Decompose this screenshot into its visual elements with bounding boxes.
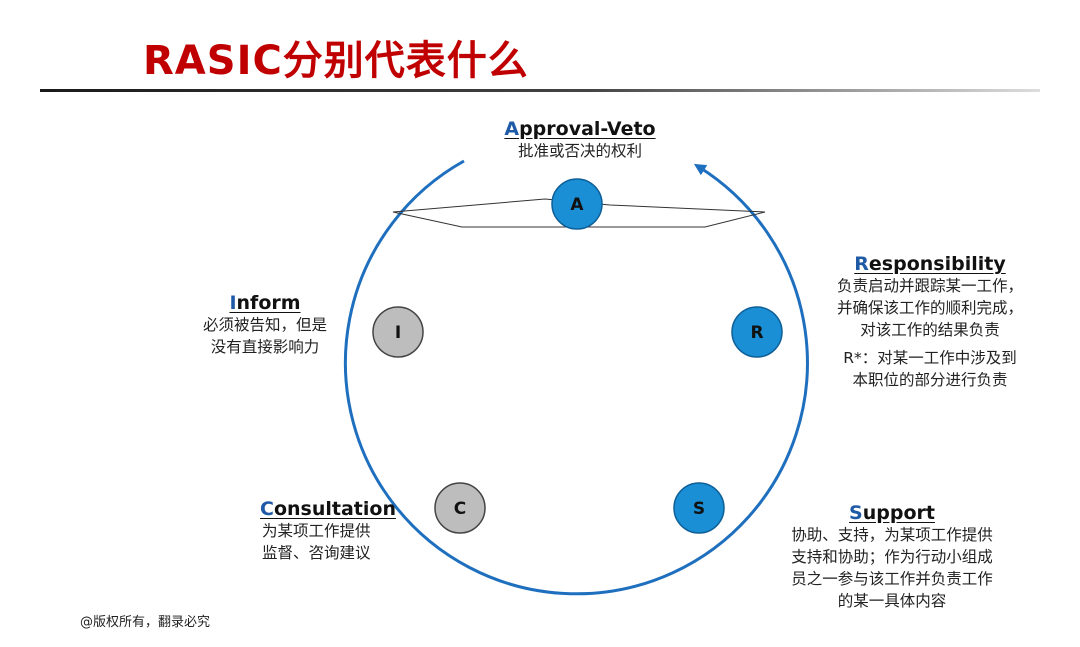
node-r: R [731, 306, 783, 358]
node-c: C [434, 482, 486, 534]
node-r-label: R [750, 323, 763, 343]
cycle-arc [343, 159, 809, 596]
node-s: S [673, 482, 725, 534]
consultation-desc: 为某项工作提供 监督、咨询建议 [262, 522, 371, 562]
copyright-footer: @版权所有，翻录必究 [80, 615, 211, 630]
support-desc: 协助、支持，为某项工作提供 支持和协助；作为行动小组成 员之一参与该工作并负责工… [791, 526, 993, 610]
approval-heading: Approval-Veto [504, 118, 656, 140]
node-i-label: I [395, 323, 401, 343]
inform-block: Inform 必须被告知，但是 没有直接影响力 [180, 292, 350, 358]
responsibility-note: R*：对某一工作中涉及到 本职位的部分进行负责 [843, 349, 1017, 389]
responsibility-heading: Responsibility [854, 253, 1006, 275]
inform-desc: 必须被告知，但是 没有直接影响力 [202, 316, 327, 356]
slide-title: RASIC分别代表什么 [143, 38, 529, 84]
approval-desc: 批准或否决的权利 [517, 142, 642, 160]
title-divider [40, 89, 1040, 92]
inform-heading: Inform [229, 292, 301, 314]
node-a-label: A [570, 195, 584, 215]
support-heading: Support [849, 502, 935, 524]
responsibility-block: Responsibility 负责启动并跟踪某一工作， 并确保该工作的顺利完成，… [812, 253, 1048, 391]
approval-block: Approval-Veto 批准或否决的权利 [480, 118, 680, 162]
support-block: Support 协助、支持，为某项工作提供 支持和协助；作为行动小组成 员之一参… [760, 502, 1024, 612]
node-a: A [551, 178, 603, 230]
consultation-block: Consultation 为某项工作提供 监督、咨询建议 [240, 498, 416, 564]
responsibility-desc: 负责启动并跟踪某一工作， 并确保该工作的顺利完成， 对该工作的结果负责 [836, 277, 1023, 339]
node-c-label: C [454, 499, 466, 519]
node-s-label: S [693, 499, 705, 519]
node-i: I [372, 306, 424, 358]
approval-band [392, 198, 766, 228]
consultation-heading: Consultation [260, 498, 396, 520]
